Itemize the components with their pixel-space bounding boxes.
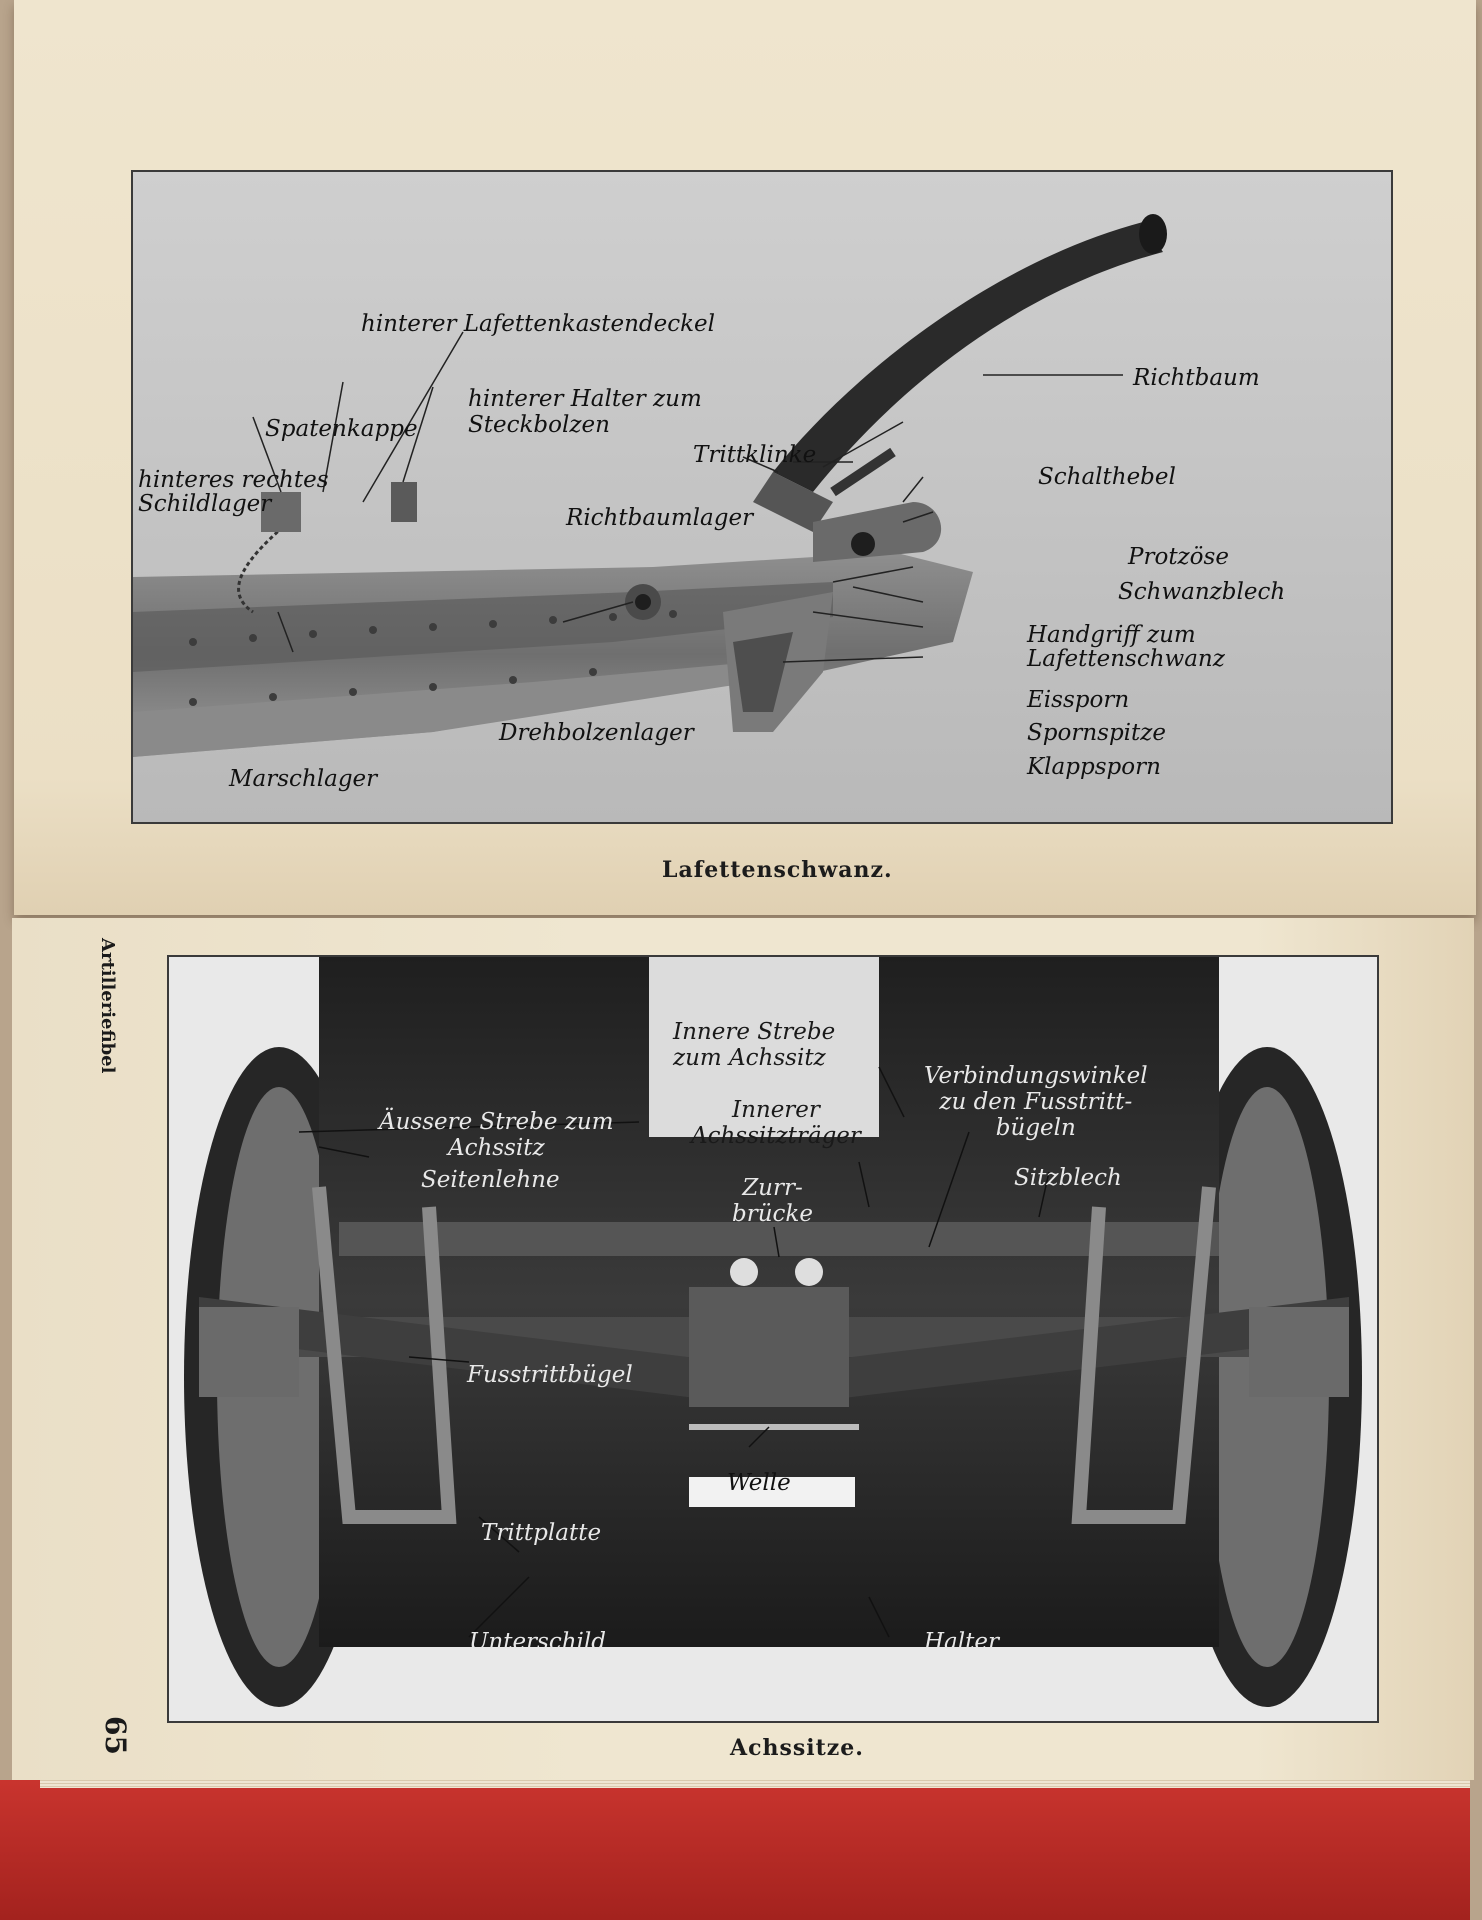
label-richtbaumlager: Richtbaumlager [566, 505, 754, 531]
label-hinterer-halter: hinterer Halter zum Steckbolzen [468, 386, 702, 438]
achssitze-photo: Innere Strebe zum Achssitz Äussere Streb… [167, 955, 1379, 1723]
label-handgriff: Handgriff zum Lafettenschwanz [1027, 622, 1225, 672]
label-schwanzblech: Schwanzblech [1118, 579, 1286, 605]
red-book-cover [0, 1780, 1470, 1920]
label-hinterer-lafettenkastendeckel: hinterer Lafettenkastendeckel [361, 311, 716, 337]
label-zurrbruecke: Zurr- brücke [732, 1175, 813, 1227]
label-schalthebel: Schalthebel [1038, 464, 1176, 490]
label-spornspitze: Spornspitze [1027, 720, 1166, 746]
label-innere-strebe: Innere Strebe zum Achssitz [673, 1019, 836, 1071]
label-innerer-achssitztraeger: Innerer Achssitzträger [691, 1097, 861, 1149]
label-unterschild: Unterschild [469, 1629, 606, 1655]
label-sitzblech: Sitzblech [1014, 1165, 1122, 1191]
label-spatenkappe: Spatenkappe [265, 416, 418, 442]
label-fusstrittbuegel: Fusstrittbügel [467, 1362, 633, 1388]
label-eissporn: Eissporn [1027, 687, 1130, 713]
label-richtbaum: Richtbaum [1133, 365, 1260, 391]
label-seitenlehne: Seitenlehne [421, 1167, 560, 1193]
label-drehbolzenlager: Drehbolzenlager [499, 720, 694, 746]
running-head: Artilleriefibel [97, 938, 118, 1074]
label-halter: Halter [924, 1629, 999, 1655]
label-marschlager: Marschlager [229, 766, 378, 792]
label-klappsporn: Klappsporn [1027, 754, 1161, 780]
label-welle: Welle [727, 1470, 791, 1496]
label-verbindungswinkel: Verbindungswinkel zu den Fusstritt- büge… [924, 1063, 1148, 1141]
lafettenschwanz-photo: hinterer Lafettenkastendeckel hinterer H… [131, 170, 1393, 824]
page-number: 65 [99, 1716, 132, 1755]
caption-lafettenschwanz: Lafettenschwanz. [662, 857, 893, 883]
label-aeussere-strebe: Äussere Strebe zum Achssitz [379, 1109, 614, 1161]
label-trittklinke: Trittklinke [693, 442, 817, 468]
label-trittplatte: Trittplatte [481, 1520, 602, 1546]
label-protzoese: Protzöse [1128, 544, 1229, 570]
caption-achssitze: Achssitze. [730, 1735, 864, 1761]
label-schildlager: hinteres rechtes Schildlager [138, 467, 329, 517]
